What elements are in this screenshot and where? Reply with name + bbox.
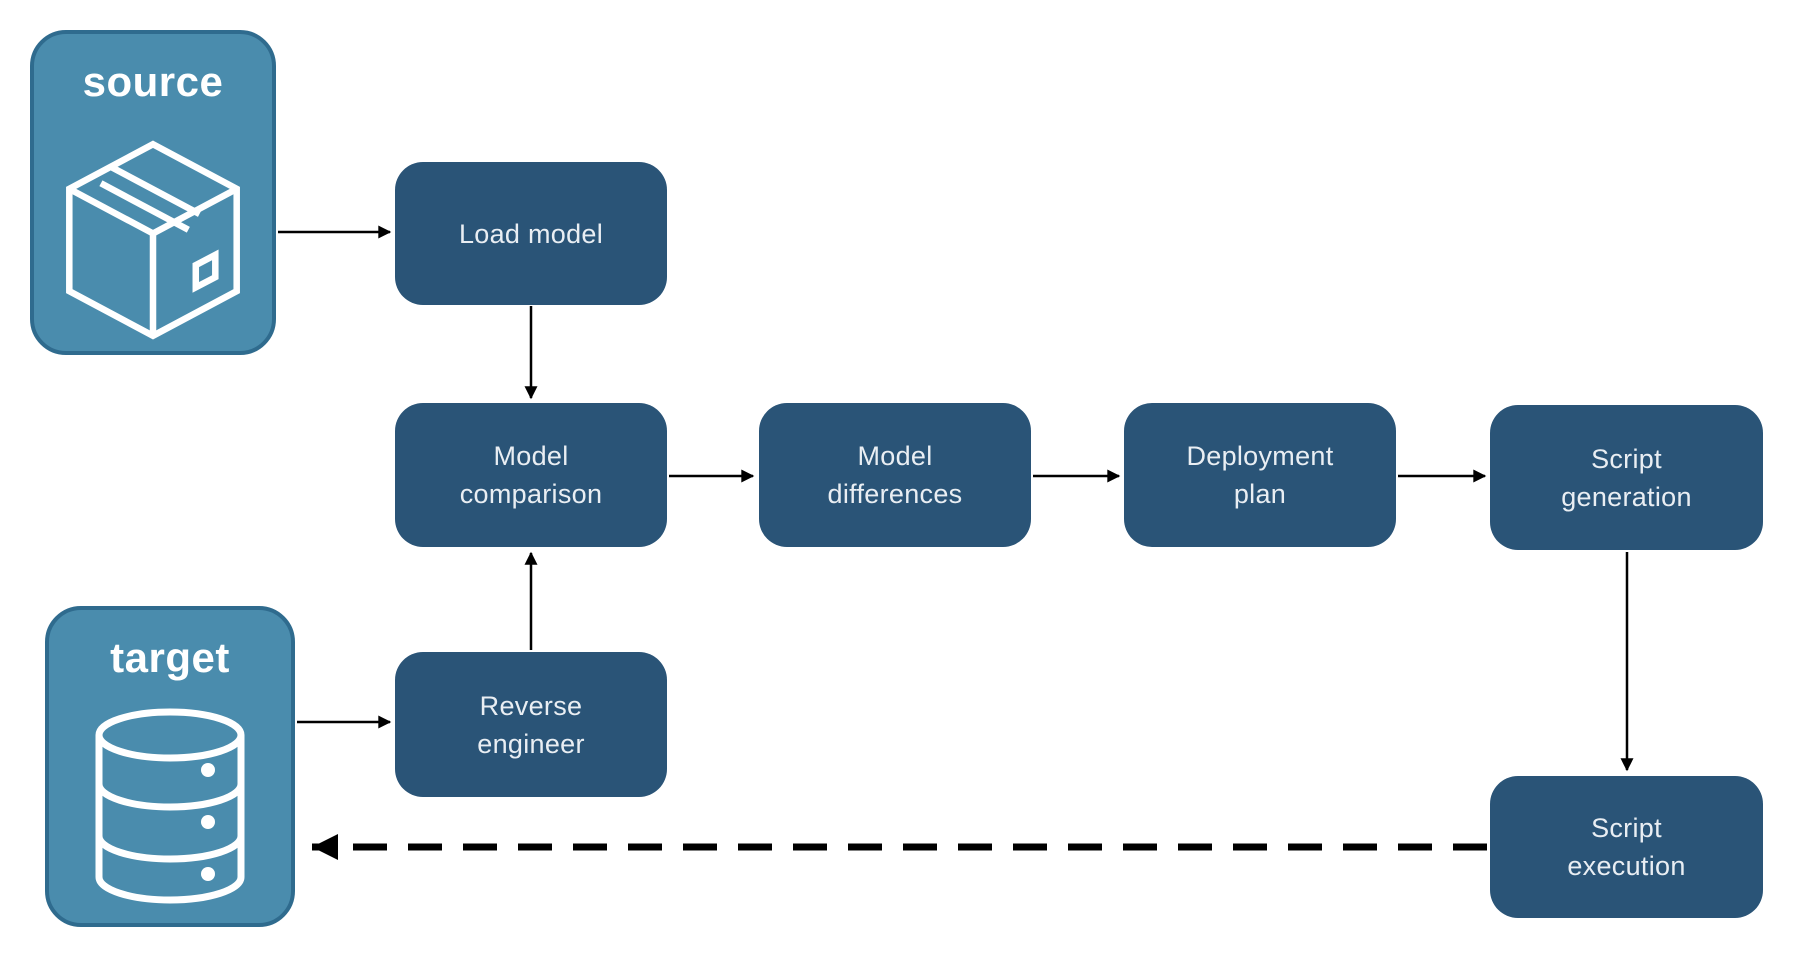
node-load-model-label: Load model <box>458 218 604 249</box>
node-script-execution: Script execution <box>1490 776 1763 918</box>
node-reverse-engineer-label: Reverse engineer <box>477 690 585 759</box>
package-icon <box>66 140 240 340</box>
node-reverse-engineer: Reverse engineer <box>395 652 667 797</box>
node-deployment-plan: Deployment plan <box>1124 403 1396 547</box>
endpoint-target-label: target <box>110 634 230 681</box>
node-model-comparison-label: Model comparison <box>459 441 603 509</box>
endpoint-source-label: source <box>82 58 224 105</box>
node-model-differences-label: Model differences <box>827 441 963 509</box>
node-load-model: Load model <box>395 162 667 305</box>
database-icon <box>95 708 245 904</box>
node-script-execution-label: Script execution <box>1567 813 1686 881</box>
endpoint-source: source <box>30 30 276 355</box>
node-script-generation-label: Script generation <box>1561 443 1692 512</box>
endpoint-target: target <box>45 606 295 927</box>
node-script-generation: Script generation <box>1490 405 1763 550</box>
node-model-differences: Model differences <box>759 403 1031 547</box>
node-model-comparison: Model comparison <box>395 403 667 547</box>
node-deployment-plan-label: Deployment plan <box>1186 441 1334 509</box>
